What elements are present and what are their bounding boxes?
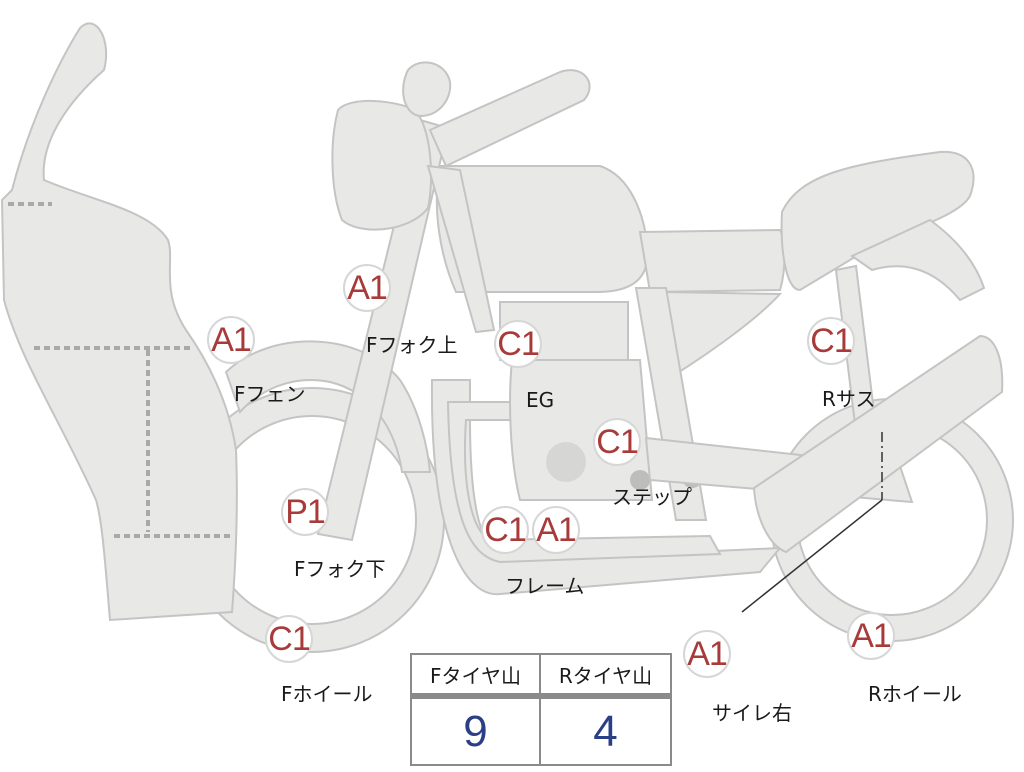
rating-badge-engine: C1 — [494, 320, 542, 368]
frame-shape — [426, 164, 496, 334]
rating-badge-f-fender: A1 — [207, 316, 255, 364]
rating-badge-frame-2: A1 — [532, 506, 580, 554]
rating-badge-muffler-right: A1 — [683, 630, 731, 678]
rating-badge-r-suspension: C1 — [807, 317, 855, 365]
rating-badge-step: C1 — [593, 418, 641, 466]
seat-shape — [638, 228, 786, 294]
rear-tire-value: 4 — [593, 706, 618, 756]
rating-badge-frame-1: C1 — [481, 506, 529, 554]
part-label-frame: フレーム — [505, 574, 585, 598]
part-label-step: ステップ — [612, 485, 692, 509]
tire-tread-table: Fタイヤ山 Rタイヤ山 9 4 — [410, 653, 672, 766]
front-tire-header: Fタイヤ山 — [412, 655, 541, 699]
rating-badge-f-wheel: C1 — [265, 615, 313, 663]
rating-badge-f-fork-lower: P1 — [281, 488, 329, 536]
part-label-f-fork-upper: Fフォク上 — [366, 333, 458, 357]
part-label-r-wheel: Rホイール — [868, 682, 962, 706]
part-label-muffler-right: サイレ右 — [712, 701, 792, 725]
fuel-tank-shape — [435, 165, 650, 293]
front-tire-value: 9 — [412, 699, 541, 764]
rear-tire-header: Rタイヤ山 — [541, 655, 670, 699]
part-label-engine: EG — [526, 388, 555, 412]
muffler-shape — [752, 334, 1004, 554]
fairing-shape — [0, 22, 238, 622]
rating-badge-f-fork-upper: A1 — [343, 264, 391, 312]
part-label-f-fender: Fフェン — [234, 382, 306, 406]
part-label-r-suspension: Rサス — [822, 387, 876, 411]
rating-badge-r-wheel: A1 — [847, 612, 895, 660]
part-label-f-wheel: Fホイール — [281, 682, 373, 706]
part-label-f-fork-lower: Fフォク下 — [294, 557, 386, 581]
